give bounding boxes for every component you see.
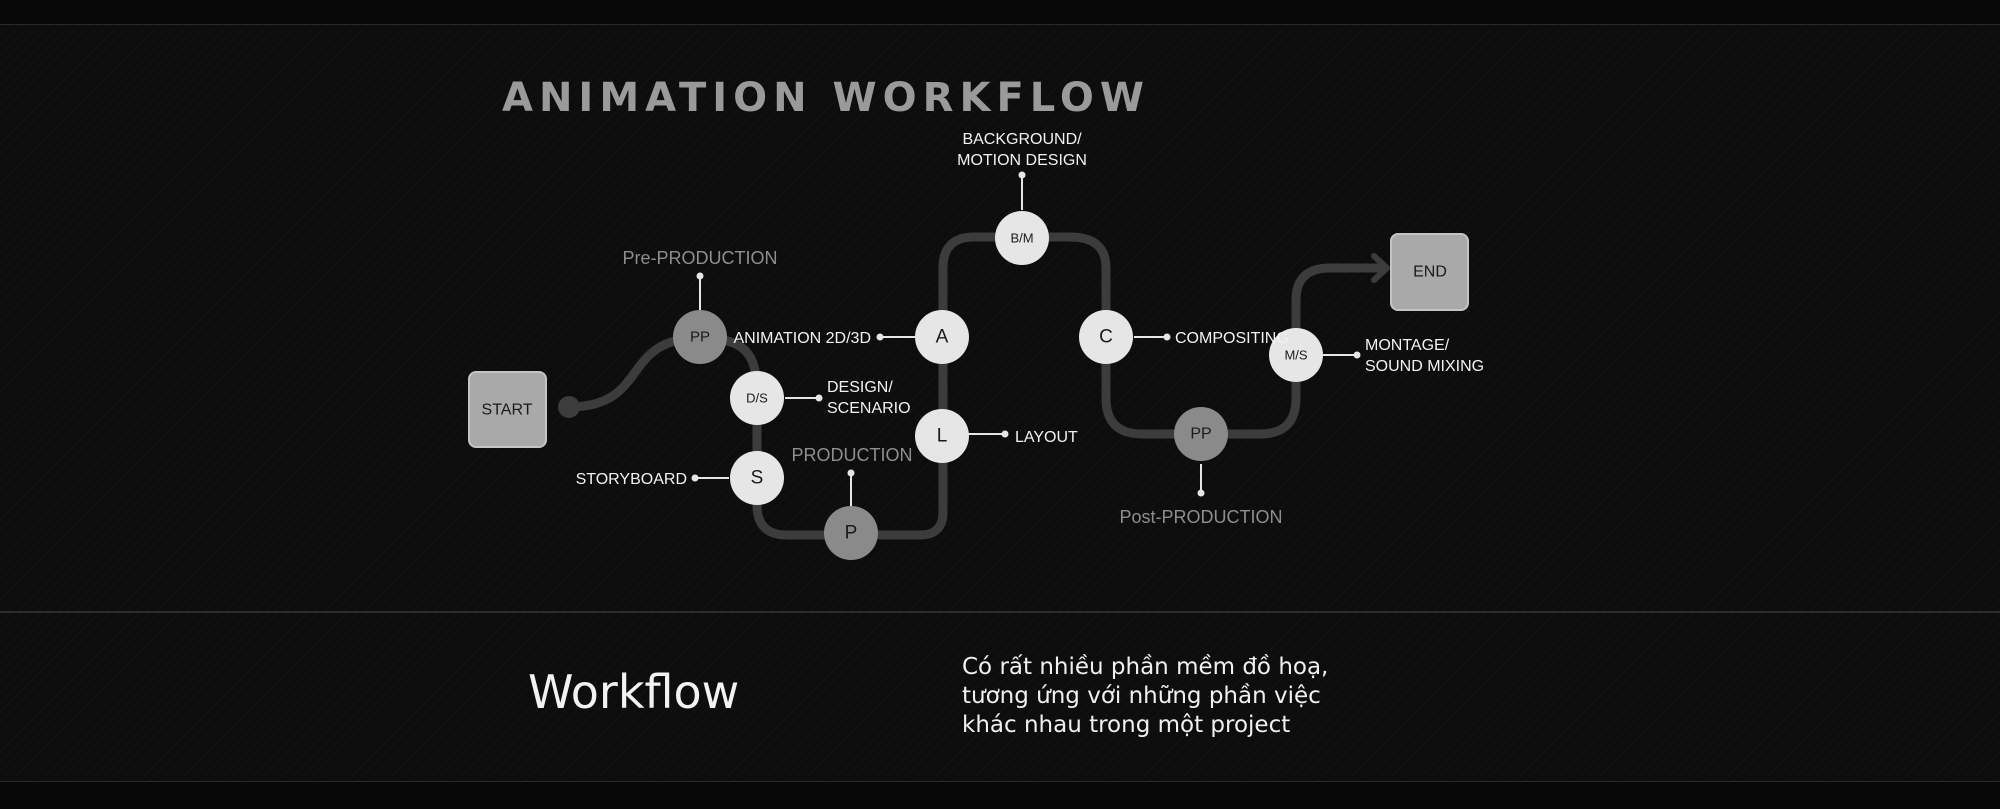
node-pp-post: PP [1174, 407, 1228, 461]
arrow-head-icon [1371, 253, 1390, 283]
label-layout: LAYOUT [1015, 429, 1078, 446]
node-c: C [1079, 310, 1133, 364]
svg-text:C: C [1099, 327, 1113, 348]
start-node: START [468, 371, 547, 448]
phase-label-pre-production: Pre-PRODUCTION [622, 248, 777, 268]
phase-label-production: PRODUCTION [792, 445, 913, 465]
svg-text:S: S [751, 468, 764, 489]
svg-text:M/S: M/S [1284, 348, 1307, 363]
start-connector-dot [558, 396, 580, 418]
label-montage-line2: SOUND MIXING [1365, 358, 1484, 375]
workflow-path [564, 232, 1388, 540]
label-storyboard: STORYBOARD [576, 471, 687, 488]
node-ms: M/S [1269, 328, 1323, 382]
svg-text:A: A [936, 327, 949, 348]
label-montage-line1: MONTAGE/ [1365, 337, 1450, 354]
svg-text:D/S: D/S [746, 391, 768, 406]
caption-title: Workflow [528, 665, 740, 719]
end-node: END [1390, 233, 1469, 311]
label-background-line2: MOTION DESIGN [957, 152, 1087, 169]
end-label: END [1413, 264, 1447, 281]
phase-label-post-production: Post-PRODUCTION [1119, 507, 1282, 527]
workflow-diagram: ANIMATION WORKFLOW START END [468, 75, 1484, 560]
label-design-line2: SCENARIO [827, 400, 911, 417]
node-ds: D/S [730, 371, 784, 425]
svg-text:P: P [845, 523, 858, 544]
node-p: P [824, 506, 878, 560]
diagram-panel [0, 24, 2000, 612]
node-l: L [915, 409, 969, 463]
label-compositing: COMPOSITING [1175, 330, 1289, 347]
svg-text:PP: PP [690, 329, 710, 346]
svg-text:L: L [937, 426, 948, 447]
label-design-line1: DESIGN/ [827, 379, 893, 396]
node-s: S [730, 451, 784, 505]
start-label: START [482, 402, 533, 419]
caption-line-1: Có rất nhiều phần mềm đồ hoạ, [962, 654, 1329, 680]
label-animation: ANIMATION 2D/3D [734, 330, 872, 347]
caption-line-3: khác nhau trong một project [962, 712, 1291, 738]
caption-body: Có rất nhiều phần mềm đồ hoạ, tương ứng … [962, 653, 1382, 740]
svg-text:PP: PP [1190, 426, 1211, 443]
caption-panel: Workflow Có rất nhiều phần mềm đồ hoạ, t… [0, 612, 2000, 782]
label-background-line1: BACKGROUND/ [962, 131, 1082, 148]
node-a: A [915, 310, 969, 364]
diagram-title: ANIMATION WORKFLOW [502, 75, 1150, 121]
caption-line-2: tương ứng với những phần việc [962, 683, 1321, 709]
svg-text:B/M: B/M [1010, 231, 1033, 246]
node-pp-pre: PP [673, 310, 727, 364]
node-bm: B/M [995, 211, 1049, 265]
